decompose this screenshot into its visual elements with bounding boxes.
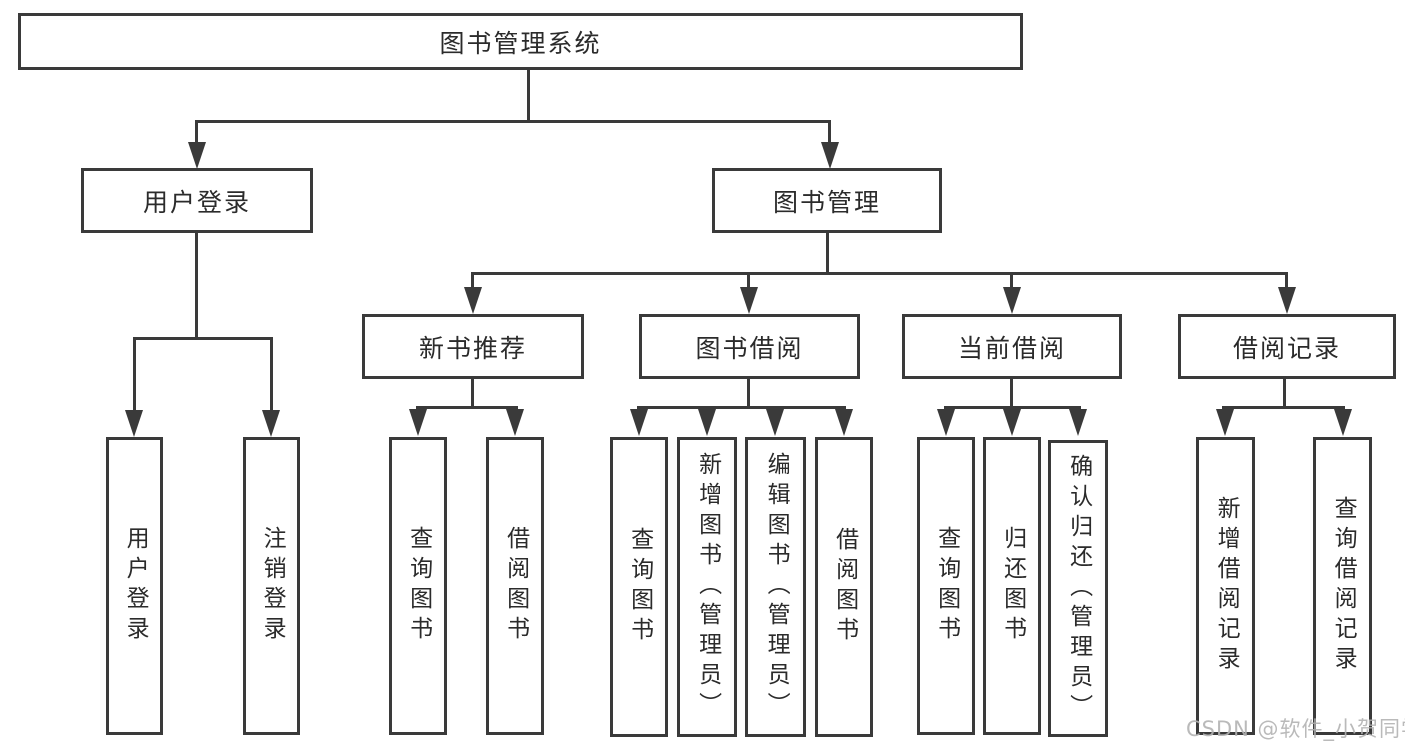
leaf-return-books: 归还图书 bbox=[983, 437, 1041, 735]
arrow-down-icon bbox=[698, 409, 716, 436]
connector-drop bbox=[828, 120, 831, 145]
leaf-add-borrow-record: 新增借阅记录 bbox=[1196, 437, 1255, 735]
connector-bar bbox=[1222, 406, 1345, 409]
leaf-user-login: 用户登录 bbox=[106, 437, 163, 735]
node-book-management: 图书管理 bbox=[712, 168, 942, 233]
leaf-label: 新增借阅记录 bbox=[1213, 496, 1240, 676]
arrow-down-icon bbox=[1069, 409, 1087, 436]
leaf-logout: 注销登录 bbox=[243, 437, 300, 735]
leaf-borrow-books-1: 借阅图书 bbox=[486, 437, 544, 735]
leaf-label: 查询图书 bbox=[933, 526, 960, 646]
node-new-book-recommendation-label: 新书推荐 bbox=[418, 333, 527, 363]
arrow-down-icon bbox=[125, 410, 143, 437]
leaf-label: 借阅图书 bbox=[831, 527, 858, 647]
connector-stub bbox=[527, 70, 530, 120]
arrow-down-icon bbox=[1003, 287, 1021, 314]
connector-bar bbox=[471, 272, 1288, 275]
node-borrowing-records-label: 借阅记录 bbox=[1232, 333, 1341, 363]
node-book-borrowing-label: 图书借阅 bbox=[695, 333, 804, 363]
leaf-query-borrow-record: 查询借阅记录 bbox=[1313, 437, 1372, 735]
leaf-query-books-3: 查询图书 bbox=[917, 437, 975, 735]
arrow-down-icon bbox=[821, 142, 839, 169]
node-user-login-label: 用户登录 bbox=[142, 187, 251, 217]
connector-bar bbox=[195, 120, 831, 123]
connector-drop bbox=[1285, 272, 1288, 289]
connector-stub bbox=[1010, 379, 1013, 407]
node-user-login: 用户登录 bbox=[81, 168, 313, 233]
node-book-management-label: 图书管理 bbox=[772, 187, 881, 217]
arrow-down-icon bbox=[506, 409, 524, 436]
arrow-down-icon bbox=[1003, 409, 1021, 436]
connector-bar bbox=[944, 406, 1081, 409]
node-book-borrowing: 图书借阅 bbox=[639, 314, 860, 379]
connector-drop bbox=[471, 272, 474, 289]
leaf-confirm-return-admin: 确认归还（管理员） bbox=[1048, 440, 1108, 737]
leaf-label: 用户登录 bbox=[122, 526, 149, 646]
arrow-down-icon bbox=[1216, 409, 1234, 436]
leaf-label: 查询图书 bbox=[405, 526, 432, 646]
node-new-book-recommendation: 新书推荐 bbox=[362, 314, 584, 379]
leaf-borrow-books-2: 借阅图书 bbox=[815, 437, 873, 737]
arrow-down-icon bbox=[188, 142, 206, 169]
connector-drop bbox=[195, 120, 198, 145]
arrow-down-icon bbox=[766, 409, 784, 436]
connector-bar bbox=[637, 406, 846, 409]
arrow-down-icon bbox=[630, 409, 648, 436]
arrow-down-icon bbox=[937, 409, 955, 436]
connector-drop bbox=[1010, 272, 1013, 289]
leaf-add-books-admin: 新增图书（管理员） bbox=[677, 437, 737, 737]
connector-drop bbox=[747, 272, 750, 289]
leaf-label: 归还图书 bbox=[999, 526, 1026, 646]
arrow-down-icon bbox=[1334, 409, 1352, 436]
connector-stub bbox=[747, 379, 750, 407]
connector-bar bbox=[133, 337, 273, 340]
connector-stub bbox=[1283, 379, 1286, 407]
leaf-label: 编辑图书（管理员） bbox=[763, 452, 790, 722]
leaf-query-books-1: 查询图书 bbox=[389, 437, 447, 735]
connector-drop bbox=[270, 337, 273, 412]
node-root-label: 图书管理系统 bbox=[439, 28, 602, 58]
arrow-down-icon bbox=[409, 409, 427, 436]
arrow-down-icon bbox=[740, 287, 758, 314]
connector-drop bbox=[133, 337, 136, 412]
leaf-label: 新增图书（管理员） bbox=[694, 452, 721, 722]
connector-stub bbox=[471, 379, 474, 407]
connector-bar bbox=[416, 406, 518, 409]
arrow-down-icon bbox=[262, 410, 280, 437]
node-root: 图书管理系统 bbox=[18, 13, 1023, 70]
leaf-label: 确认归还（管理员） bbox=[1065, 453, 1092, 724]
node-borrowing-records: 借阅记录 bbox=[1178, 314, 1396, 379]
leaf-label: 借阅图书 bbox=[502, 526, 529, 646]
leaf-query-books-2: 查询图书 bbox=[610, 437, 668, 737]
node-current-borrowing: 当前借阅 bbox=[902, 314, 1122, 379]
leaf-edit-books-admin: 编辑图书（管理员） bbox=[745, 437, 806, 737]
connector-stub bbox=[826, 233, 829, 272]
leaf-label: 查询图书 bbox=[626, 527, 653, 647]
connector-stub bbox=[195, 233, 198, 337]
node-current-borrowing-label: 当前借阅 bbox=[957, 333, 1066, 363]
watermark: CSDN @软件_小贺同学 bbox=[1186, 717, 1405, 741]
leaf-label: 注销登录 bbox=[259, 526, 286, 646]
arrow-down-icon bbox=[464, 287, 482, 314]
arrow-down-icon bbox=[835, 409, 853, 436]
arrow-down-icon bbox=[1278, 287, 1296, 314]
leaf-label: 查询借阅记录 bbox=[1330, 496, 1357, 676]
